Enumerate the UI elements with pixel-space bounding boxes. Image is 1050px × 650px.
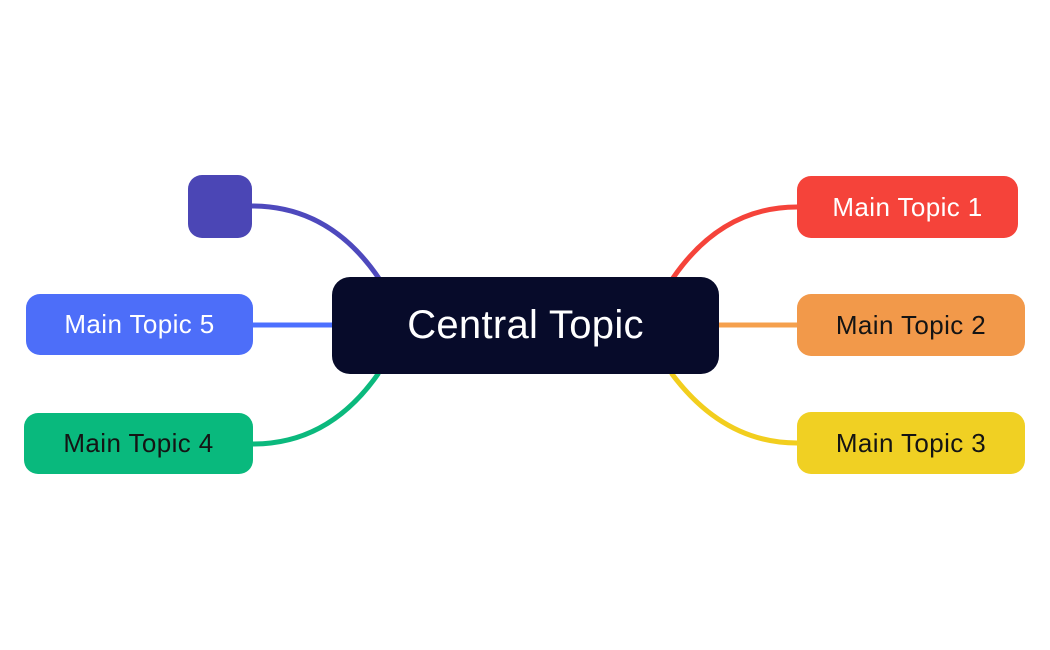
main-topic-2-label: Main Topic 2 bbox=[835, 309, 987, 340]
main-topic-1-label: Main Topic 1 bbox=[832, 191, 983, 222]
connector-main-topic-4 bbox=[250, 371, 381, 447]
main-topic-5-label: Main Topic 5 bbox=[64, 309, 215, 339]
connector-indigo-square bbox=[249, 203, 383, 283]
main-topic-4-label: Main Topic 4 bbox=[63, 428, 214, 458]
main-topic-1-node[interactable]: Main Topic 1 bbox=[797, 176, 1018, 238]
main-topic-3-label: Main Topic 3 bbox=[835, 427, 987, 458]
central-topic-label: Central Topic bbox=[407, 303, 644, 347]
connector-main-topic-3 bbox=[669, 371, 800, 446]
indigo-square-topic-node[interactable] bbox=[188, 175, 252, 238]
main-topic-2-node[interactable]: Main Topic 2 bbox=[797, 294, 1025, 356]
main-topic-3-node[interactable]: Main Topic 3 bbox=[797, 412, 1025, 474]
main-topic-4-node[interactable]: Main Topic 4 bbox=[24, 413, 253, 474]
main-topic-5-node[interactable]: Main Topic 5 bbox=[26, 294, 253, 355]
connector-main-topic-1 bbox=[670, 204, 800, 281]
central-topic-node[interactable]: Central Topic bbox=[332, 277, 719, 374]
